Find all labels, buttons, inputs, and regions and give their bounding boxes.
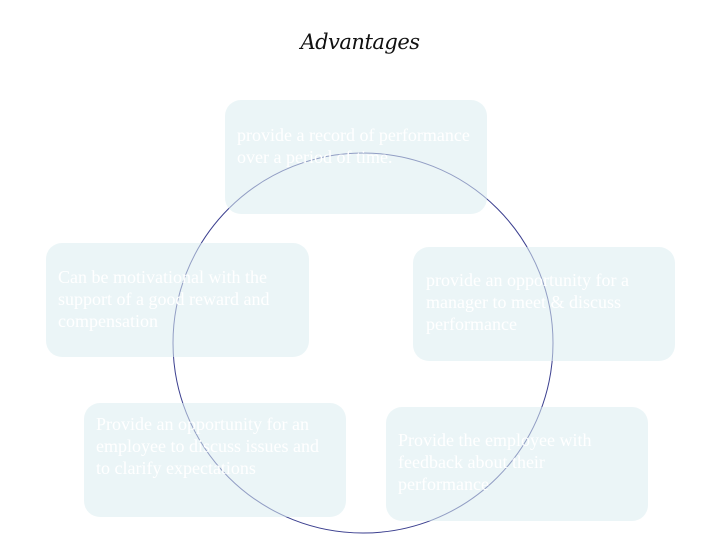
cycle-node-motivational: Can be motivational with the support of …: [46, 243, 309, 357]
cycle-node-text: provide an opportunity for a manager to …: [426, 270, 629, 334]
cycle-node-text: Provide the employee with feedback about…: [398, 430, 592, 494]
cycle-node-record: provide a record of performance over a p…: [225, 100, 487, 214]
cycle-node-employee-discuss: Provide an opportunity for an employee t…: [84, 403, 346, 517]
cycle-node-text: Provide an opportunity for an employee t…: [96, 414, 319, 478]
diagram-title: Advantages: [300, 30, 420, 54]
cycle-node-manager-meet: provide an opportunity for a manager to …: [413, 247, 675, 361]
cycle-node-feedback: Provide the employee with feedback about…: [386, 407, 648, 521]
cycle-node-text: Can be motivational with the support of …: [58, 267, 270, 331]
cycle-node-text: provide a record of performance over a p…: [237, 125, 470, 167]
